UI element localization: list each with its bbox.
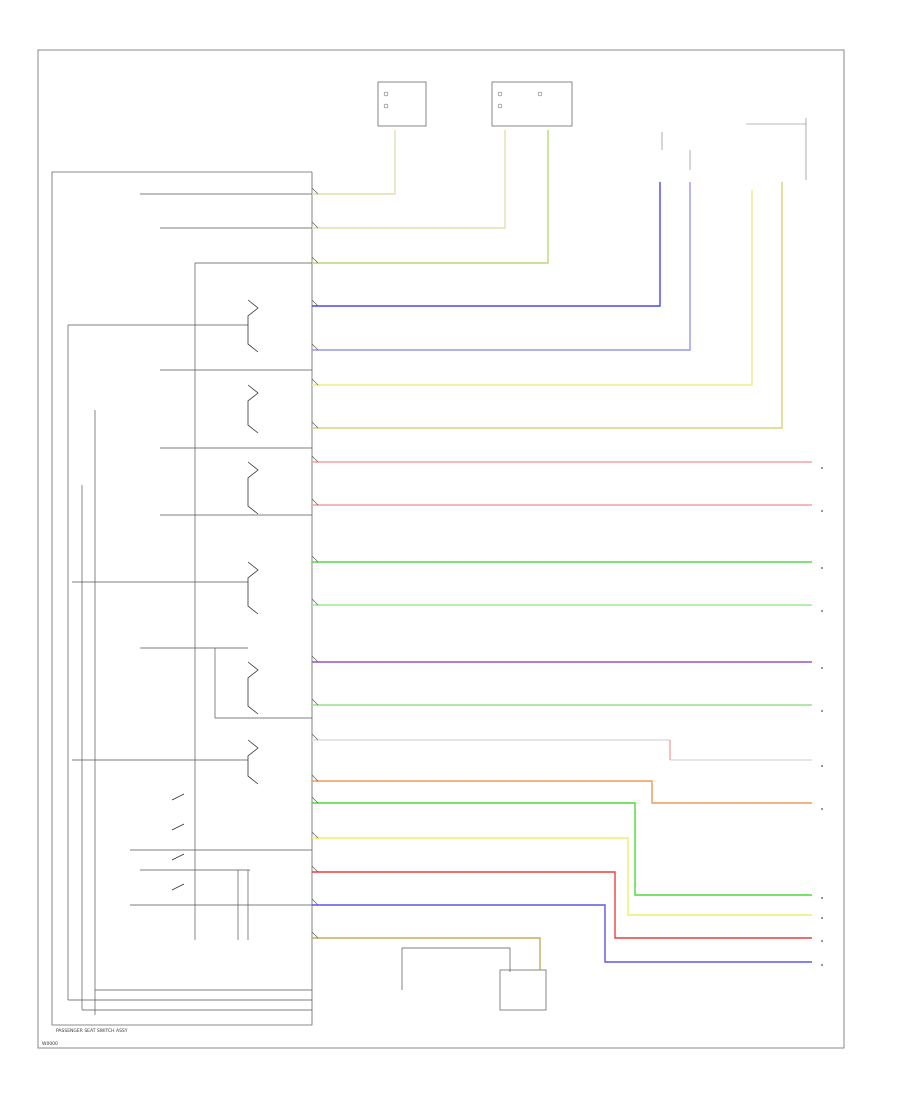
wire-green2 xyxy=(312,802,812,896)
wire-blue2 xyxy=(312,904,812,963)
switch-1 xyxy=(247,299,259,353)
memory-module-box xyxy=(499,969,547,1011)
wire-blue xyxy=(312,182,661,307)
switch-6 xyxy=(247,739,259,785)
module-label: PASSENGER SEAT SWITCH ASSY xyxy=(56,1028,128,1034)
wire-orange xyxy=(312,780,812,804)
internal-circuitry xyxy=(67,193,312,1015)
wire-yellow2 xyxy=(312,837,812,916)
switch-3 xyxy=(247,461,259,515)
module-outline xyxy=(51,171,313,1026)
wire-lt-blue xyxy=(312,182,691,351)
memory-connector xyxy=(401,947,511,990)
wire-tan-1 xyxy=(312,130,396,195)
wire-traces xyxy=(312,130,812,970)
ref-code: W0000 xyxy=(42,1041,58,1047)
wire-yel-grn xyxy=(312,130,549,264)
switch-7 xyxy=(171,793,185,891)
right-terminals xyxy=(821,467,823,966)
switch-4 xyxy=(247,561,259,615)
fuse-box-right xyxy=(491,81,573,127)
connector-terminals xyxy=(311,187,319,939)
diagram-border xyxy=(37,49,845,1049)
wire-red xyxy=(312,871,812,939)
wire-yel-blk xyxy=(312,182,783,429)
seat-switches xyxy=(171,299,259,891)
fuse-box-left xyxy=(377,81,427,127)
switch-2 xyxy=(247,384,259,434)
switch-5 xyxy=(247,661,259,715)
wire-yellow xyxy=(312,190,753,386)
wire-brown xyxy=(312,937,541,970)
wire-tan-2 xyxy=(312,130,506,229)
